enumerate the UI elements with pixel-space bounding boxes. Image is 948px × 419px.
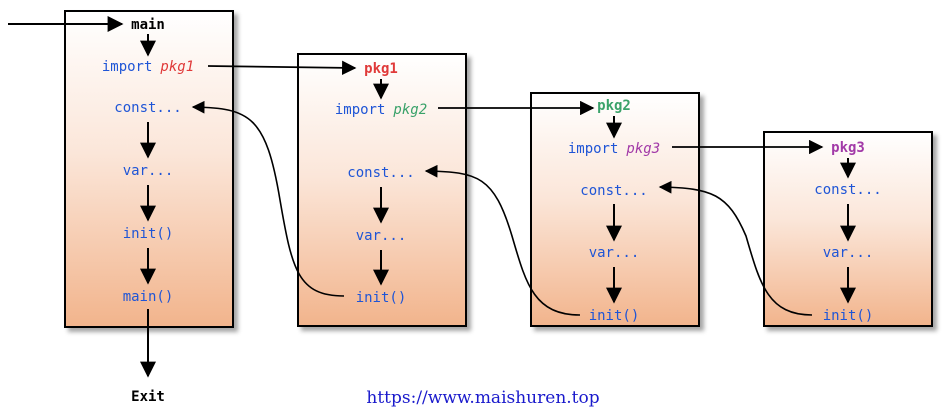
main-var: var...: [123, 163, 174, 179]
pkg3-return-curve: [658, 180, 813, 316]
pkg1-import-line: import pkg2: [335, 102, 427, 118]
pkg2-var: var...: [589, 245, 640, 261]
pkg2-init: init(): [589, 308, 640, 324]
pkg2-import-pkg: pkg3: [625, 141, 660, 157]
pkg2-title: pkg2: [597, 98, 631, 114]
pkg3-title: pkg3: [831, 140, 865, 156]
pkg1-import-pkg: pkg2: [392, 102, 427, 118]
pkg2-return-curve: [424, 164, 581, 316]
pkg1-const: const...: [347, 165, 414, 181]
pkg2-import-line: import pkg3: [568, 141, 660, 157]
pkg3-const: const...: [814, 182, 881, 198]
import-pkg1-arrow: [207, 60, 357, 76]
exit-label: Exit: [131, 389, 165, 405]
pkg1-title: pkg1: [364, 61, 398, 77]
pkg1-init: init(): [356, 290, 407, 306]
pkg1-import-keyword: import: [335, 102, 386, 118]
main-title: main: [131, 17, 165, 33]
main-import-pkg: pkg1: [159, 59, 194, 75]
footer-url[interactable]: https://www.maishuren.top: [366, 388, 599, 408]
main-const: const...: [114, 100, 181, 116]
main-import-keyword: import: [102, 59, 153, 75]
pkg3-init: init(): [823, 308, 874, 324]
main-main-call: main(): [123, 289, 174, 305]
pkg2-const: const...: [580, 183, 647, 199]
pkg3-var: var...: [823, 245, 874, 261]
pkg1-return-curve: [191, 100, 345, 297]
pkg2-import-keyword: import: [568, 141, 619, 157]
main-init: init(): [123, 226, 174, 242]
pkg1-var: var...: [356, 228, 407, 244]
main-import-line: import pkg1: [102, 59, 194, 75]
